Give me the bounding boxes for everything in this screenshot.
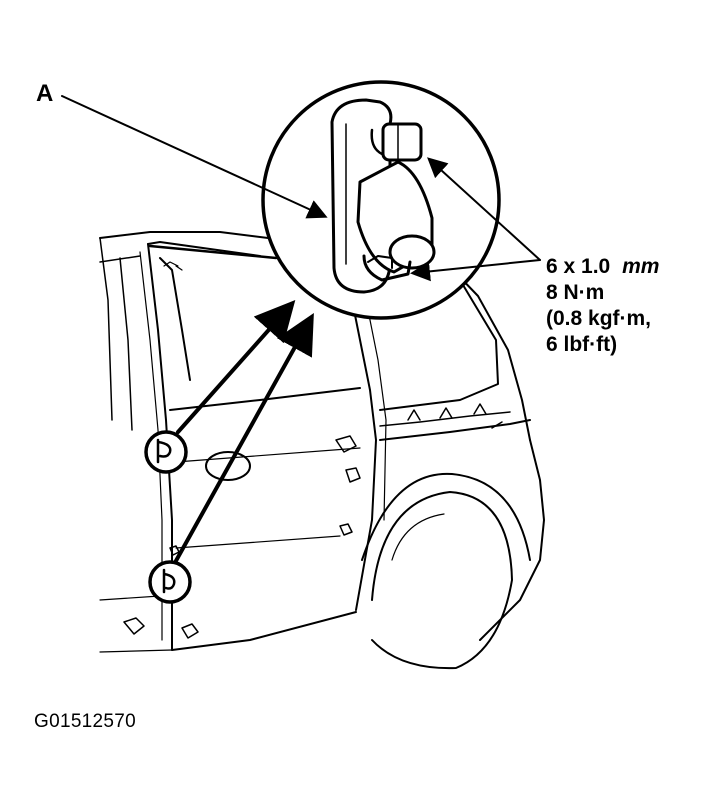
- spec-bolt-size: 6 x 1.0 mm: [546, 254, 659, 280]
- small-details: [163, 261, 183, 271]
- lower-rocker: [99, 595, 173, 653]
- rear-tire: [371, 491, 513, 670]
- location-arrow-upper: [176, 300, 296, 434]
- door-bottom-edge: [171, 611, 357, 651]
- leader-spec-upper-bolt: [427, 157, 541, 261]
- location-marker-upper: [144, 430, 188, 474]
- vehicle-body: [99, 231, 545, 670]
- detail-zoom-circle: [261, 80, 501, 320]
- spec-bolt-size-unit: mm: [622, 255, 660, 278]
- location-markers: [144, 430, 192, 604]
- door-rear-edge: [351, 299, 377, 611]
- location-marker-upper-detail: [156, 438, 172, 464]
- upper-bolt-head: [381, 122, 423, 162]
- lower-bolt: [362, 254, 412, 282]
- tire-tread: [391, 513, 445, 561]
- body-side-line: [379, 419, 531, 441]
- fastener-spec-block: 6 x 1.0 mm 8 N·m (0.8 kgf·m, 6 lbf·ft): [546, 254, 659, 358]
- b-pillar: [99, 237, 133, 431]
- spec-torque-lbfft: 6 lbf·ft): [546, 333, 618, 356]
- striker-hardware: [335, 435, 361, 536]
- lower-bolt-head: [362, 254, 412, 282]
- door-handle: [205, 451, 251, 481]
- figure-id-label: G01512570: [34, 711, 137, 732]
- spec-torque-kgfm: (0.8 kgf·m,: [546, 307, 652, 330]
- rear-bumper: [479, 439, 545, 641]
- leader-lines: [61, 95, 541, 570]
- leader-a: [61, 95, 328, 219]
- rear-quarter-upper: [454, 271, 531, 441]
- spec-bolt-size-number: 6 x 1.0: [546, 255, 611, 278]
- location-marker-lower-detail: [162, 568, 176, 594]
- upper-bolt-washer: [370, 128, 384, 156]
- location-marker-lower: [148, 560, 192, 604]
- center-rail-track: [379, 411, 511, 427]
- door-front-edge-inner: [139, 251, 163, 641]
- callout-label-a: A: [36, 80, 54, 107]
- rail-hardware: [407, 403, 503, 429]
- lower-bolt-nut: [367, 255, 393, 269]
- leader-spec-lower-bolt: [410, 259, 541, 282]
- door-panel-crease: [175, 447, 361, 549]
- location-arrow-lower: [170, 313, 314, 570]
- upper-bolt: [370, 122, 423, 162]
- door-rear-edge-inner: [367, 309, 387, 521]
- spec-torque-nm: 8 N·m: [546, 281, 605, 304]
- roller-end-cap: [388, 234, 436, 270]
- wheel-arch: [361, 472, 531, 561]
- door-top-edge: [148, 244, 278, 260]
